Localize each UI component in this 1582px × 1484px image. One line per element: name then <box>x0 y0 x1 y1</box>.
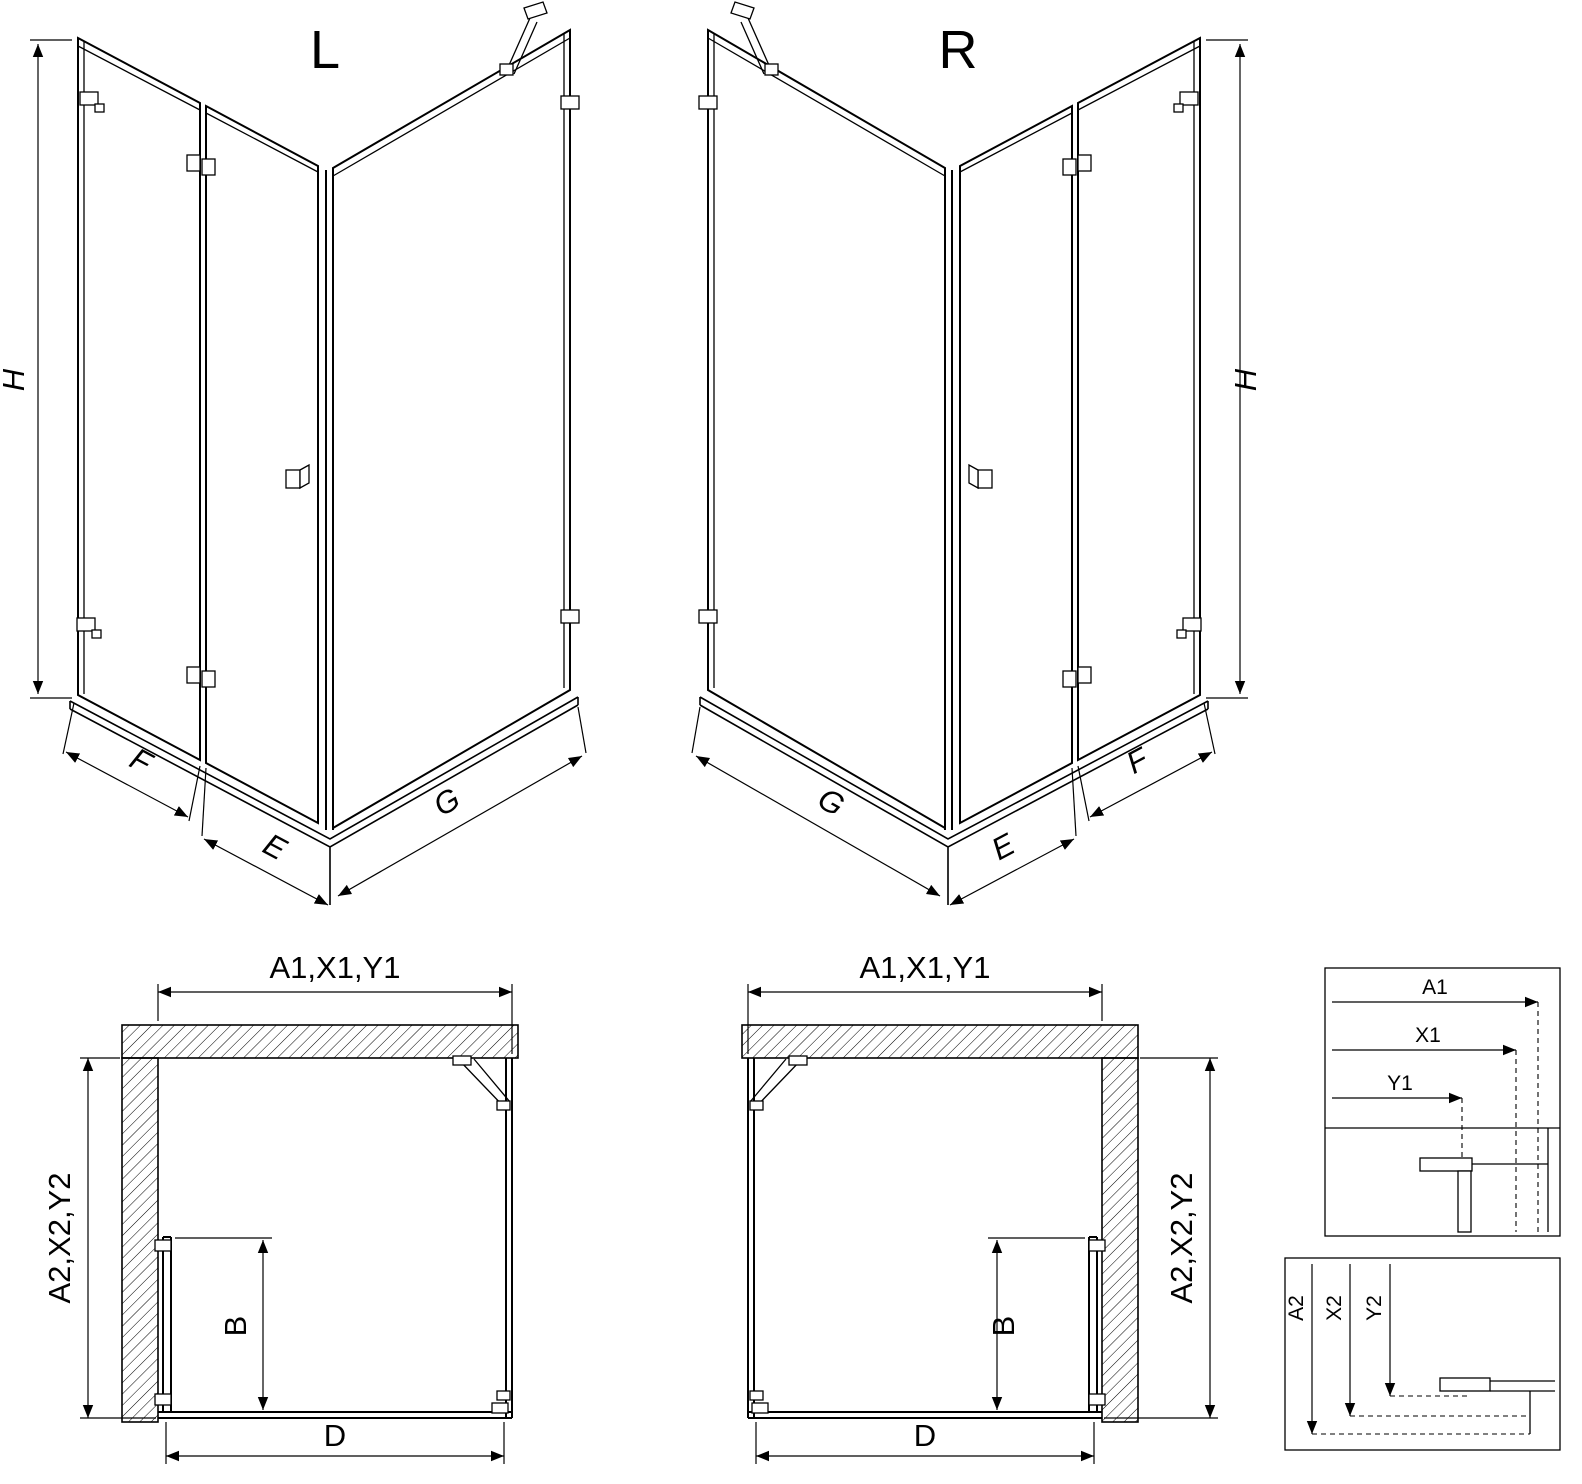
door-outline <box>154 1236 172 1412</box>
wall-hatch <box>121 1024 519 1423</box>
wall-clamp-icon <box>491 1100 511 1414</box>
left-3d-view: H F E G L <box>0 1 587 906</box>
door-dim-label: E <box>258 826 293 867</box>
hinge-icon <box>1062 154 1092 688</box>
right-plan-view: A1,X1,Y1 A2,X2,Y2 B D <box>741 950 1218 1464</box>
bottom-dim-label: D <box>914 1418 936 1453</box>
hinge-icon <box>186 154 216 688</box>
right-3d-view: H F E G R <box>691 1 1263 906</box>
detail-row-label-a1: A1 <box>1422 976 1448 999</box>
left-plan-view: A1,X1,Y1 A2,X2,Y2 B D <box>42 950 519 1464</box>
detail-row-label-y1: Y1 <box>1387 1072 1413 1095</box>
support-arm-icon <box>499 1 548 76</box>
glass-panels <box>77 28 571 830</box>
door-outline <box>1088 1236 1106 1412</box>
fixed-panel-dim-label: F <box>124 741 159 782</box>
side-dim-label: A2,X2,Y2 <box>42 1173 77 1304</box>
wall-clamp-icon <box>76 91 580 639</box>
glass-outline <box>747 1058 1102 1419</box>
variant-label-right: R <box>939 20 978 80</box>
top-dim-label: A1,X1,Y1 <box>860 950 991 985</box>
glass-panels <box>707 28 1201 830</box>
width-detail-panel: A1 X1 Y1 <box>1324 967 1561 1237</box>
variant-label-left: L <box>310 20 340 80</box>
wall-clamp-icon <box>749 1100 769 1414</box>
door-dim-label: E <box>986 826 1021 867</box>
profile-section <box>1439 1377 1555 1434</box>
wall-hatch <box>741 1024 1139 1423</box>
door-width-dim-label: B <box>218 1316 253 1337</box>
detail-row-label-x1: X1 <box>1415 1024 1441 1047</box>
door-width-dim-label: B <box>986 1316 1021 1337</box>
dimension-lines <box>691 39 1248 906</box>
shower-tray <box>69 696 579 905</box>
depth-detail-panel: A2 X2 Y2 <box>1284 1257 1561 1451</box>
bottom-dim-label: D <box>324 1418 346 1453</box>
fixed-panel-dim-label: F <box>1120 740 1155 781</box>
dimension-lines <box>30 39 587 906</box>
handle-icon <box>285 463 310 490</box>
shower-tray <box>699 696 1209 905</box>
side-dim-label: A2,X2,Y2 <box>1164 1173 1199 1304</box>
dimension-lines <box>80 984 513 1464</box>
dimension-lines <box>747 984 1218 1464</box>
glass-outline <box>158 1058 513 1419</box>
height-dim-label: H <box>1228 368 1263 391</box>
wall-clamp-icon <box>698 91 1202 639</box>
detail-row-label-x2: X2 <box>1323 1295 1346 1321</box>
top-dim-label: A1,X1,Y1 <box>270 950 401 985</box>
detail-row-label-a2: A2 <box>1285 1295 1308 1321</box>
support-arm-icon <box>730 1 779 76</box>
profile-section <box>1419 1128 1549 1233</box>
height-dim-label: H <box>0 368 31 391</box>
handle-icon <box>968 463 993 490</box>
detail-row-label-y2: Y2 <box>1363 1295 1386 1321</box>
